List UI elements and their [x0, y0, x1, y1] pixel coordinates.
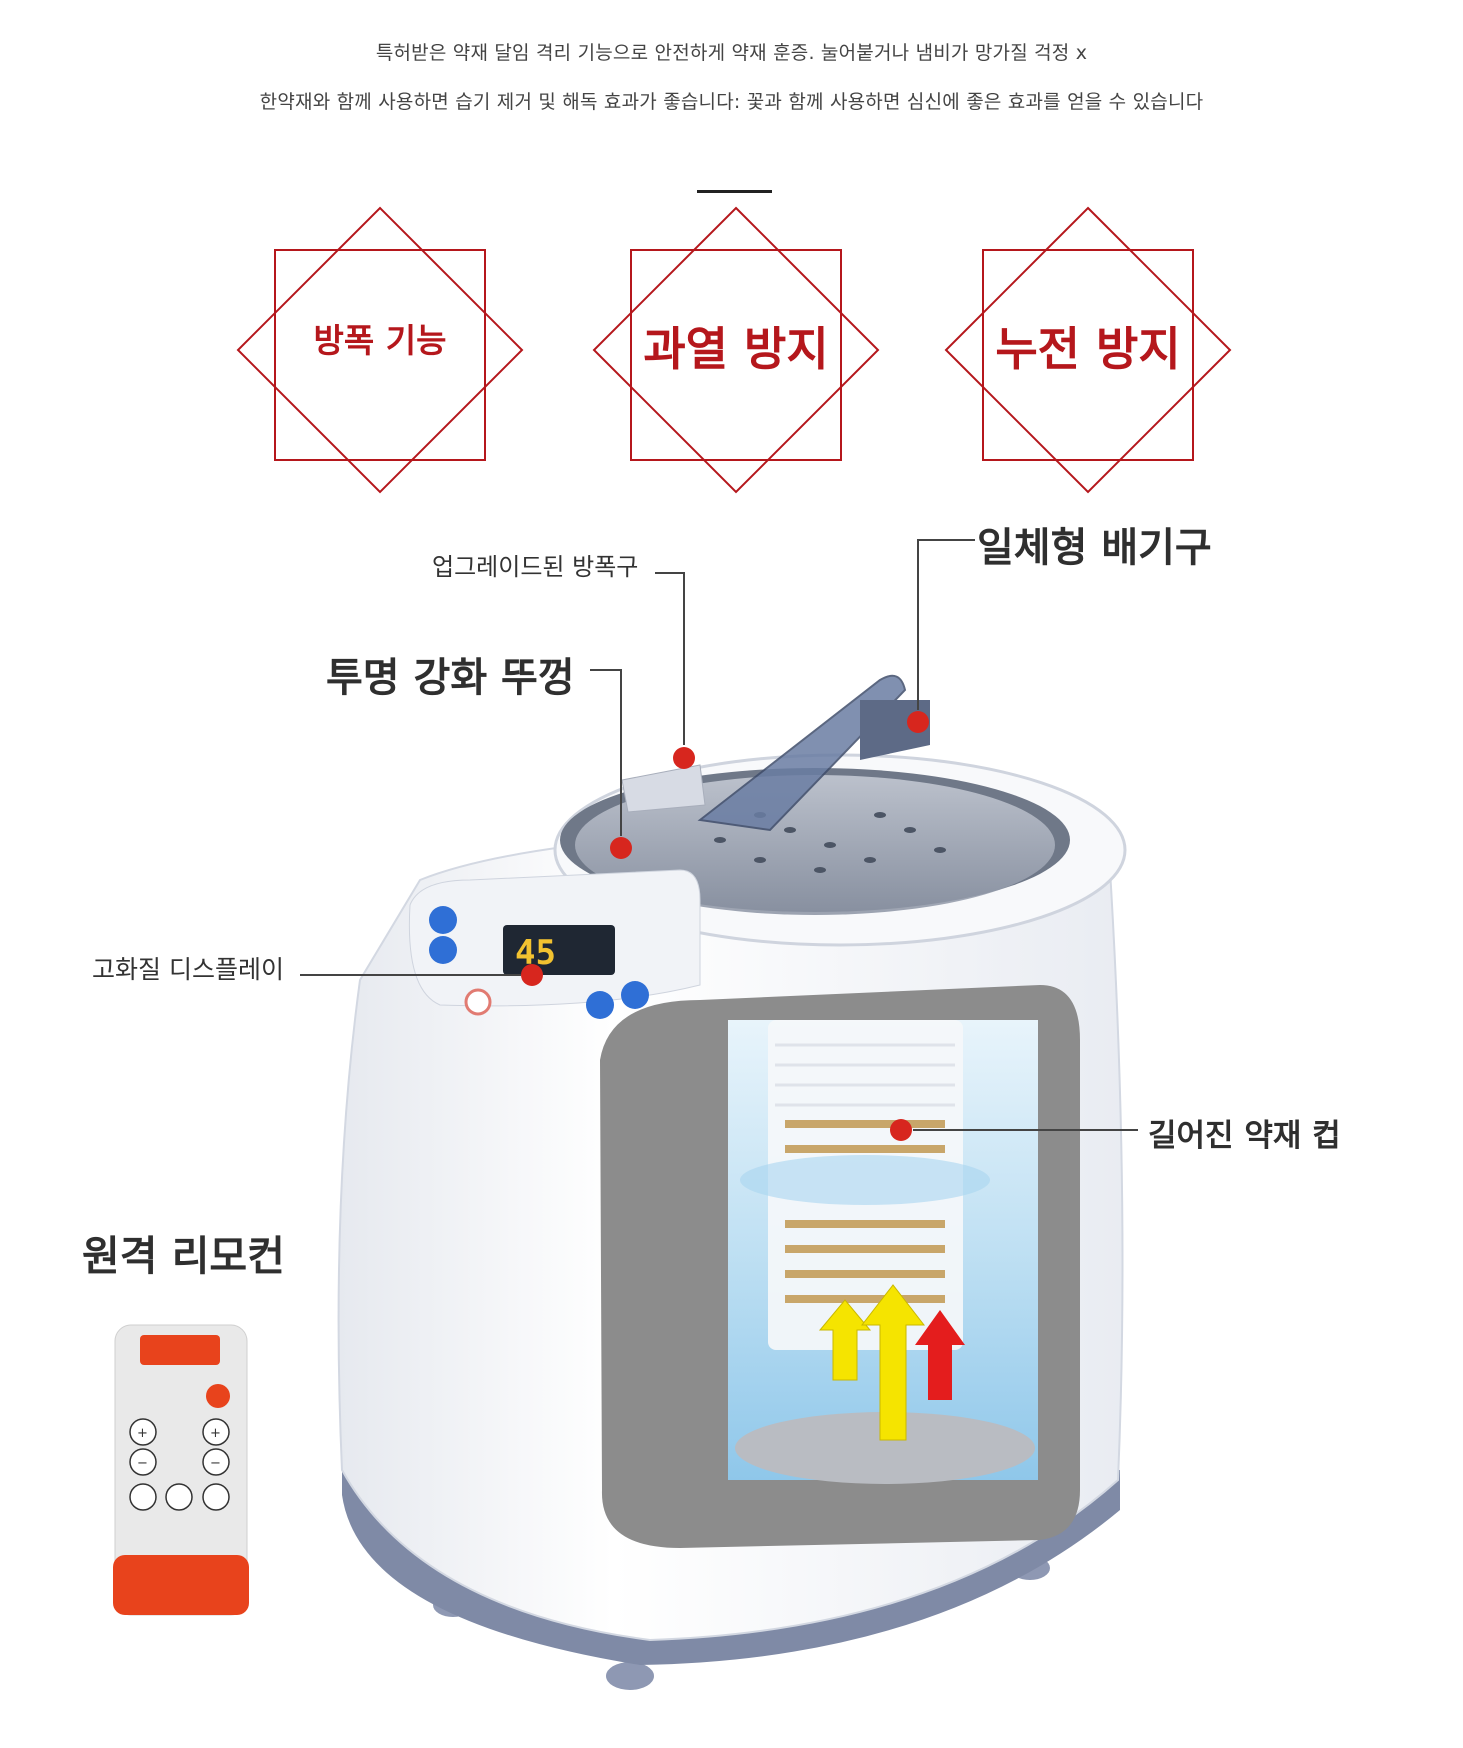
- diamond-frame-icon: [236, 206, 524, 494]
- arrow-up-icon: [860, 1284, 926, 1441]
- up-button: [429, 906, 457, 934]
- feature-badge-leakage: 누전 방지: [938, 200, 1238, 500]
- svg-text:+: +: [137, 1426, 148, 1441]
- diamond-frame-icon: [592, 206, 880, 494]
- steam-holes: [714, 812, 946, 873]
- power-button: [464, 988, 492, 1016]
- feature-label: 방폭 기능: [313, 321, 447, 360]
- herb-cup: [740, 1020, 990, 1350]
- marker-dot: [890, 1119, 912, 1141]
- callout-markers: [521, 711, 929, 1141]
- down-button: [621, 981, 649, 1009]
- svg-text:−: −: [210, 1456, 221, 1471]
- feature-badge-explosion-proof: 방폭 기능: [230, 200, 530, 500]
- marker-dot: [521, 964, 543, 986]
- steam-arrows: [818, 1284, 965, 1441]
- intro-line-2: 한약재와 함께 사용하면 습기 제거 및 해독 효과가 좋습니다: 꽃과 함께 …: [259, 91, 1204, 113]
- callout-explosion-vent: 업그레이드된 방폭구: [432, 553, 639, 581]
- callout-exhaust: 일체형 배기구: [977, 525, 1212, 571]
- intro-line-1: 특허받은 약재 달임 격리 기능으로 안전하게 약재 훈증. 눌어붙거나 냄비가…: [375, 42, 1088, 64]
- callout-remote: 원격 리모컨: [82, 1232, 285, 1280]
- heating-plate: [735, 1412, 1035, 1484]
- diamond-frame-icon: [944, 206, 1232, 494]
- svg-text:−: −: [137, 1456, 148, 1471]
- feature-badge-overheat: 과열 방지: [586, 200, 886, 500]
- lid-handle: [697, 674, 907, 832]
- remote-control: + − + −: [113, 1324, 249, 1616]
- section-divider: [697, 190, 772, 193]
- feature-label: 누전 방지: [995, 322, 1181, 376]
- callout-display: 고화질 디스플레이: [92, 955, 284, 984]
- marker-dot: [610, 837, 632, 859]
- foot: [606, 1662, 654, 1690]
- vent-flap: [621, 764, 706, 813]
- callout-lid: 투명 강화 뚜껑: [326, 655, 575, 701]
- marker-dot: [907, 711, 929, 733]
- svg-text:+: +: [210, 1426, 221, 1441]
- arrow-up-icon: [915, 1310, 965, 1400]
- arrow-up-icon: [818, 1299, 872, 1381]
- feature-label: 과열 방지: [643, 322, 829, 376]
- marker-dot: [673, 747, 695, 769]
- callout-herb-cup: 길어진 약재 컵: [1148, 1118, 1341, 1154]
- digital-display: [503, 925, 615, 975]
- down-button: [429, 936, 457, 964]
- power-icon: [206, 1384, 230, 1408]
- up-button: [586, 991, 614, 1019]
